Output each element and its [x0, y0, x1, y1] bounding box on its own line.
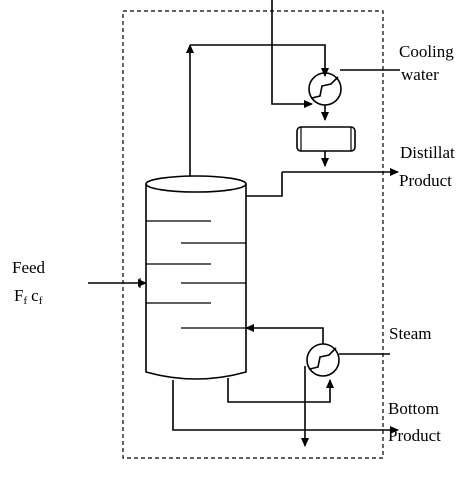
cooling-water-label-2: water — [401, 65, 439, 84]
distillation-column — [145, 175, 247, 380]
distillate-label-1: Distillat — [400, 143, 455, 162]
steam-label: Steam — [389, 324, 432, 343]
drum-icon — [296, 126, 356, 152]
reflux-line — [246, 172, 283, 197]
feed-label: Feed — [12, 258, 46, 277]
heat-exchanger-icon — [306, 343, 340, 377]
system-boundary — [122, 10, 384, 459]
distillate-label-2: Product — [399, 171, 452, 190]
bottom-product-line — [172, 380, 399, 434]
cooling-water-label-1: Cooling — [399, 42, 454, 61]
heat-exchanger-icon — [308, 72, 342, 106]
cooling-water-line — [271, 0, 313, 108]
bottom-label-2: Product — [388, 426, 441, 445]
bottom-label-1: Bottom — [388, 399, 439, 418]
